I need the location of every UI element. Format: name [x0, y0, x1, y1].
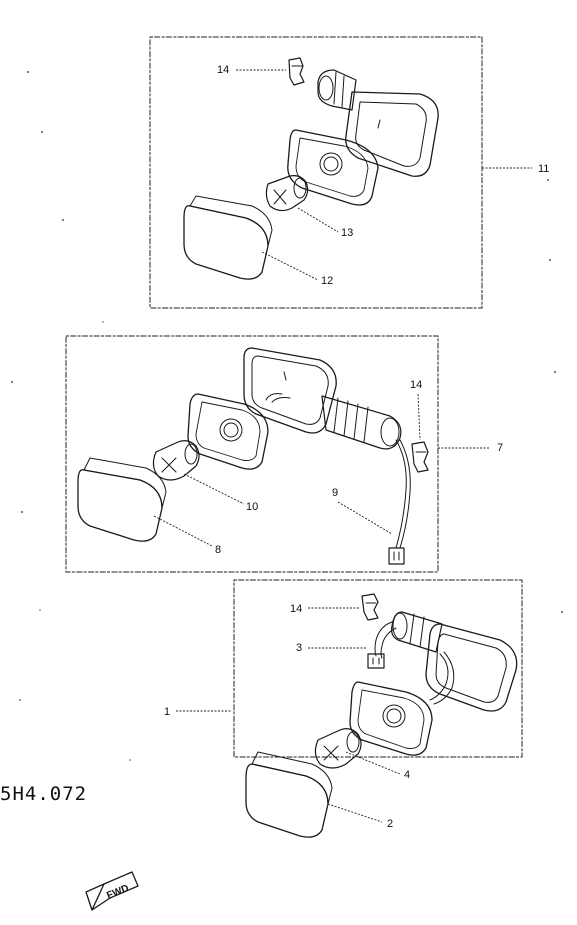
lens-holder-7 [187, 393, 269, 470]
clip-14-middle [411, 441, 429, 473]
callout-9: 9 [332, 487, 338, 499]
callout-7: 7 [497, 442, 503, 454]
callout-14-bottom: 14 [290, 603, 302, 615]
callout-3: 3 [296, 642, 302, 654]
lens-12 [183, 195, 273, 280]
housing-11 [317, 69, 439, 177]
callout-2: 2 [387, 818, 393, 830]
callout-4: 4 [404, 769, 410, 781]
catalog-code: 5H4.072 [0, 783, 87, 805]
lens-2 [245, 751, 333, 838]
lens-holder-1 [349, 681, 433, 756]
lens-8 [77, 457, 167, 542]
catalog-footer: 5H4.072 FWD [0, 783, 139, 911]
assembly-11-group: 14 11 13 12 [149, 36, 549, 309]
bulb-10 [152, 440, 200, 481]
callout-14-top: 14 [217, 64, 229, 76]
callout-14-middle: 14 [410, 379, 422, 391]
clip-14-bottom [361, 593, 379, 621]
callouts-bottom: 14 3 1 4 2 [164, 603, 410, 830]
assembly-11-frame [149, 36, 483, 309]
assembly-1-frame [233, 579, 523, 758]
bulb-13 [265, 175, 309, 212]
callouts-top: 14 11 13 12 [217, 64, 549, 287]
callout-10: 10 [246, 501, 258, 513]
callout-8: 8 [215, 544, 221, 556]
assembly-7-group: 14 7 9 10 8 [65, 335, 503, 573]
callout-1: 1 [164, 706, 170, 718]
fwd-arrow-icon: FWD [85, 871, 139, 911]
housing-7 [243, 347, 411, 565]
fwd-label: FWD [105, 883, 130, 902]
housing-1 [367, 611, 518, 712]
callout-12: 12 [321, 275, 333, 287]
callout-13: 13 [341, 227, 353, 239]
clip-14-top [288, 57, 305, 86]
lens-holder-11 [287, 129, 379, 206]
assembly-1-group: 14 3 1 4 2 [164, 579, 523, 838]
assembly-7-frame [65, 335, 439, 573]
bulb-4 [314, 728, 362, 769]
callouts-middle: 14 7 9 10 8 [153, 379, 503, 556]
background-specks [11, 71, 563, 761]
callout-11: 11 [538, 163, 549, 175]
